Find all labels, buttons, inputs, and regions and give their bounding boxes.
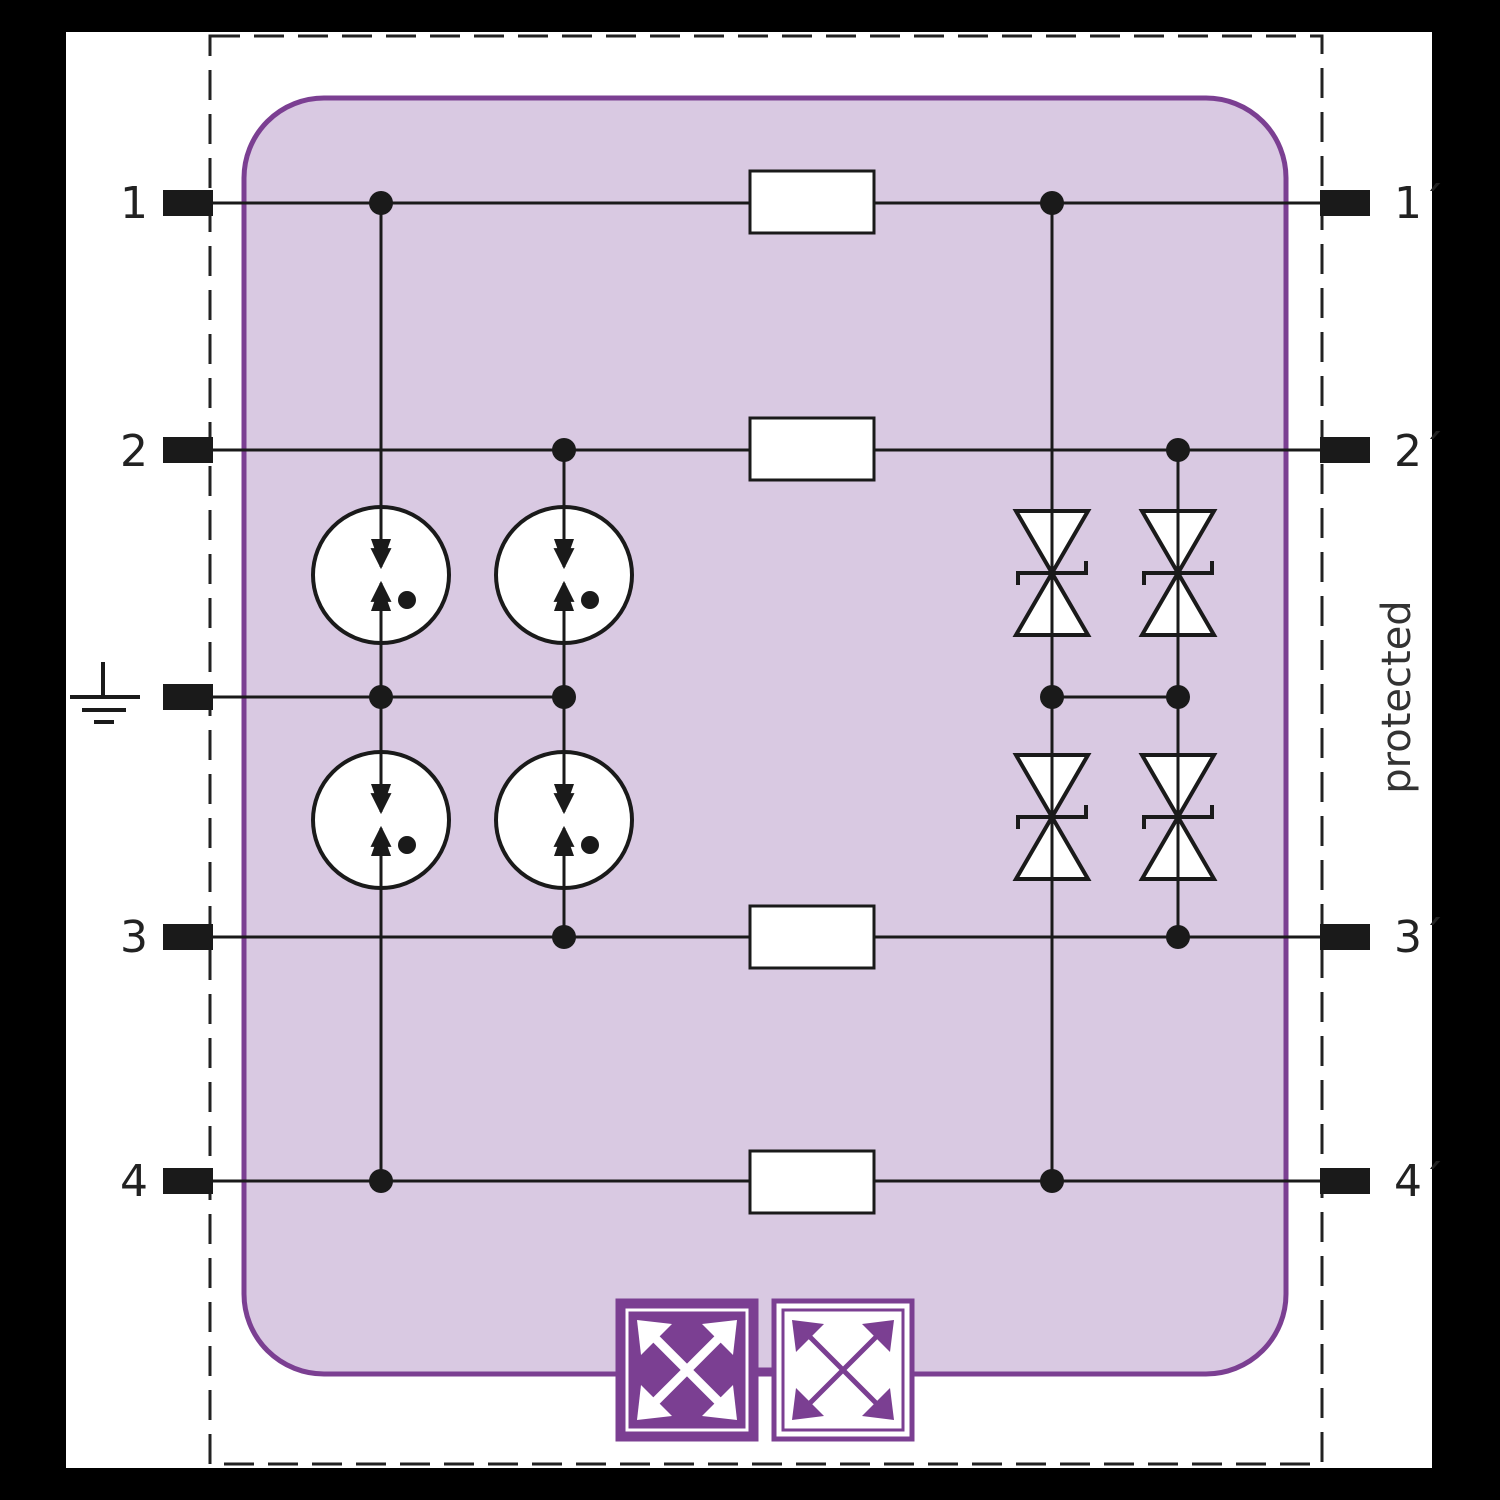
tvs-diode	[1012, 753, 1092, 881]
terminal-pins	[163, 190, 1370, 1194]
tvs-diode	[1138, 753, 1218, 881]
bidirectional-tvs-diode-icon	[1012, 509, 1218, 881]
terminal-label-1: 1	[120, 178, 148, 229]
four-arrows-outline-icon	[771, 1298, 915, 1442]
gas-discharge-tube	[494, 750, 634, 890]
terminal-label-2: 2	[120, 426, 148, 477]
tvs-diode	[1138, 509, 1218, 637]
terminal-label-3-prime: 3´	[1394, 912, 1444, 963]
gas-discharge-tube-icon	[311, 505, 634, 890]
terminal-label-2-prime: 2´	[1394, 426, 1444, 477]
junctions	[369, 191, 1190, 1193]
dashed-enclosure	[208, 34, 1324, 1466]
terminal-label-4-prime: 4´	[1394, 1156, 1444, 1207]
terminal-label-1-prime: 1´	[1394, 178, 1444, 229]
decoupling-resistor-icon	[748, 169, 876, 1215]
gas-discharge-tube	[311, 505, 451, 645]
terminal-label-3: 3	[120, 912, 148, 963]
four-arrows-filled-icon	[615, 1298, 759, 1442]
gas-discharge-tube	[494, 505, 634, 645]
gas-discharge-tube	[311, 750, 451, 890]
terminal-label-4: 4	[120, 1156, 148, 1207]
protection-module	[241, 95, 1289, 1377]
tvs-diode	[1012, 509, 1092, 637]
protected-side-label: protected	[1374, 600, 1420, 793]
ground-symbol-icon	[70, 662, 140, 724]
